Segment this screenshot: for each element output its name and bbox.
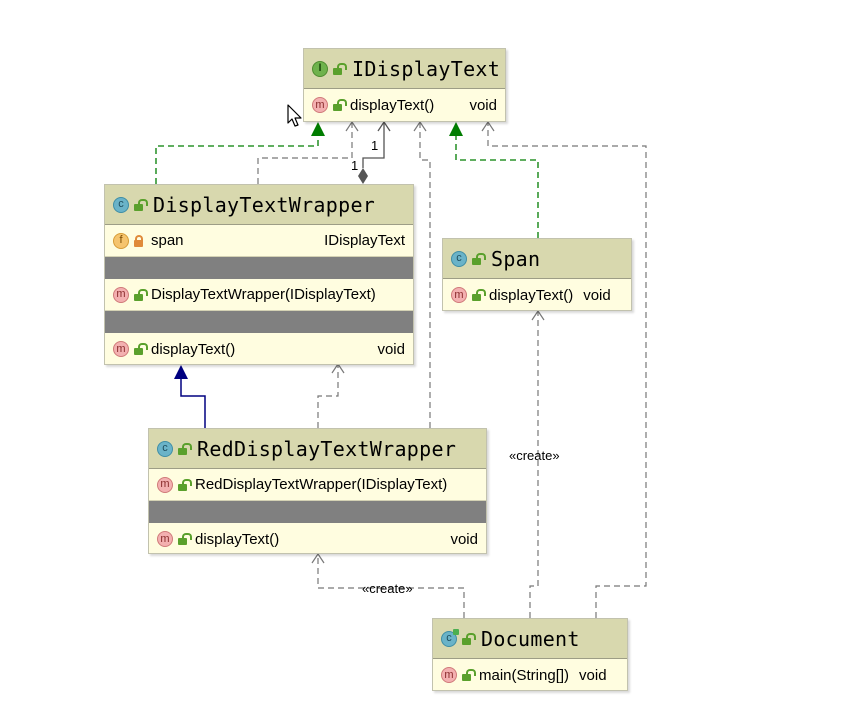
method-icon: m [113,341,129,357]
composition-diamond [358,168,368,184]
create-label-red: «create» [362,581,413,596]
method-icon: m [157,531,173,547]
constructor-row[interactable]: m DisplayTextWrapper(IDisplayText) [105,279,413,311]
section-separator [149,501,486,523]
field-icon: f [113,232,129,249]
method-row[interactable]: m displayText() void [443,279,631,311]
return-type: void [450,530,478,548]
class-icon: c [113,196,129,213]
private-lock-icon [133,234,145,247]
class-header: c Span [443,239,631,279]
class-name: Span [491,246,541,271]
public-visibility-icon [471,289,483,301]
class-name: DisplayTextWrapper [153,192,376,217]
public-visibility-icon [471,253,483,265]
create-document-red [317,554,465,618]
dependency-wrapper-to-interface [257,122,353,184]
realization-arrowhead-displaytextwrapper [311,122,325,136]
dependency-red-to-wrapper [317,364,339,428]
method-name: displayText() [489,286,574,304]
dependency-document-to-interface [487,122,647,618]
public-visibility-icon [177,443,189,455]
class-span[interactable]: c Span m displayText() void [442,238,632,311]
constructor-row[interactable]: m RedDisplayTextWrapper(IDisplayText) [149,469,486,501]
constructor-name: DisplayTextWrapper(IDisplayText) [151,286,376,303]
section-separator [105,257,413,279]
class-header: c DisplayTextWrapper [105,185,413,225]
field-type: IDisplayText [324,232,405,249]
multiplicity-label-source: 1 [351,158,359,173]
class-icon: c [157,440,173,457]
mouse-cursor-icon [287,104,302,127]
multiplicity-label-target: 1 [371,138,379,153]
class-document[interactable]: c Document m main(String[]) void [432,618,628,691]
return-type: void [377,340,405,358]
class-name: Document [481,626,580,651]
inheritance-red-to-wrapper [180,379,206,428]
field-row[interactable]: f span IDisplayText [105,225,413,257]
class-header: c Document [433,619,627,659]
method-row[interactable]: m displayText() void [149,523,486,555]
public-visibility-icon [332,99,344,111]
section-separator [105,311,413,333]
method-icon: m [113,286,129,303]
composition-wrapper-span [362,122,385,168]
interface-icon: I [312,60,328,77]
return-type: void [583,286,611,304]
class-displaytextwrapper[interactable]: c DisplayTextWrapper f span IDisplayText… [104,184,414,365]
class-reddisplaytextwrapper[interactable]: c RedDisplayTextWrapper m RedDisplayText… [148,428,487,554]
method-name: main(String[]) [479,666,570,684]
main-class-icon: c [441,628,459,647]
public-visibility-icon [177,479,189,491]
method-name: displayText() [195,530,280,548]
dependency-red-to-interface [419,122,431,428]
public-visibility-icon [133,289,145,301]
method-icon: m [451,287,467,303]
method-row[interactable]: m displayText() void [304,89,505,121]
return-type: void [469,96,497,114]
method-name: displayText() [151,340,236,358]
method-icon: m [312,97,328,113]
realization-span [455,136,539,238]
method-row[interactable]: m displayText() void [105,333,413,365]
class-icon: c [451,250,467,267]
class-name: IDisplayText [352,56,501,81]
class-name: RedDisplayTextWrapper [197,436,457,461]
return-type: void [579,666,607,684]
inheritance-arrowhead [174,365,188,379]
public-visibility-icon [332,63,344,75]
public-visibility-icon [461,633,473,645]
public-visibility-icon [133,199,145,211]
create-label-span: «create» [509,448,560,463]
constructor-name: RedDisplayTextWrapper(IDisplayText) [195,476,448,493]
method-name: displayText() [350,96,435,114]
public-visibility-icon [461,669,473,681]
create-document-span [529,311,539,618]
class-header: c RedDisplayTextWrapper [149,429,486,469]
realization-arrowhead-span [449,122,463,136]
class-idisplaytext[interactable]: I IDisplayText m displayText() void [303,48,506,122]
method-icon: m [157,476,173,493]
method-row[interactable]: m main(String[]) void [433,659,627,691]
field-name: span [151,232,184,249]
class-header: I IDisplayText [304,49,505,89]
static-method-icon: m [441,667,457,683]
public-visibility-icon [133,343,145,355]
public-visibility-icon [177,533,189,545]
realization-displaytextwrapper [155,136,319,184]
